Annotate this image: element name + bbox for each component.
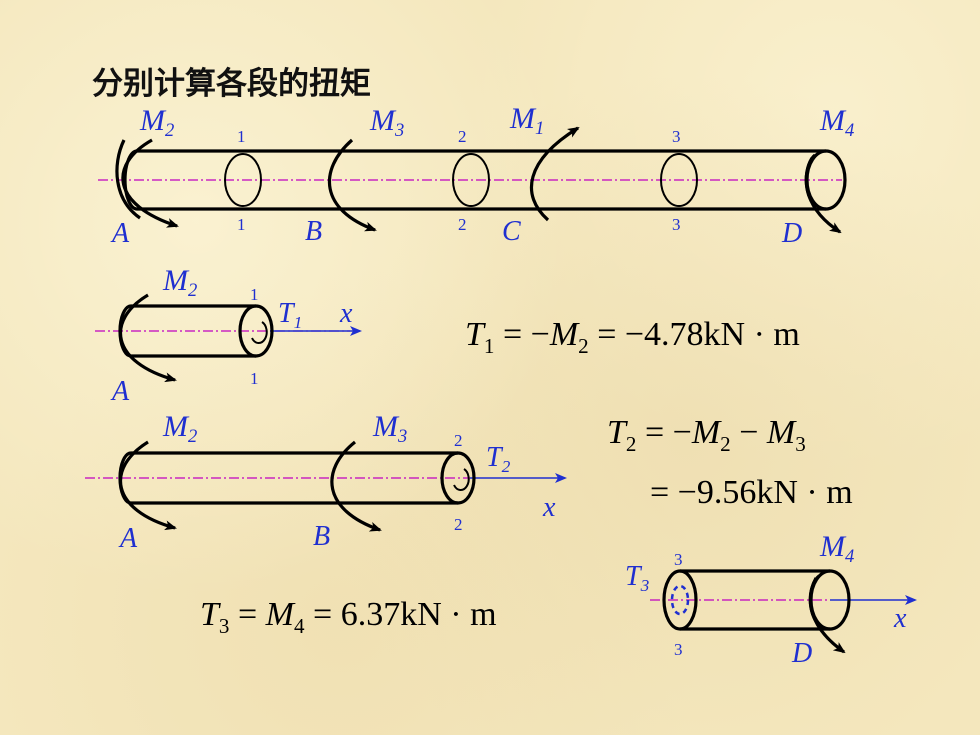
main-shaft: M2 M3 M1 M4 A B C D 1 1 2 2 3 3 <box>98 102 854 249</box>
label-B: B <box>305 216 322 247</box>
fbd3-label-M4: M4 <box>819 530 854 567</box>
fbd2-cut-face <box>440 451 476 505</box>
label-C: C <box>502 216 521 247</box>
section-2-top: 2 <box>458 127 467 146</box>
fbd1-M2-arrow <box>119 293 177 383</box>
moment-M2-back <box>115 139 141 220</box>
section-1-bottom: 1 <box>237 215 246 234</box>
section-3-top: 3 <box>672 127 681 146</box>
fbd2-label-M3: M3 <box>372 410 407 447</box>
fbd1-label-A: A <box>110 376 130 407</box>
section-3-cut <box>660 153 698 207</box>
fbd-segment-3: M4 T3 x D 3 3 <box>625 530 917 669</box>
fbd2-sec-bottom: 2 <box>454 515 463 534</box>
fbd1-label-x: x <box>339 298 353 329</box>
section-2-bottom: 2 <box>458 215 467 234</box>
section-1-cut <box>224 153 262 207</box>
fbd2-M2-arrow <box>119 440 177 531</box>
fbd3-cut-face <box>662 569 698 631</box>
fbd2-torque-swirl <box>453 468 470 492</box>
label-M2: M2 <box>139 104 174 141</box>
label-M1: M1 <box>509 102 544 139</box>
section-1-top: 1 <box>237 127 246 146</box>
moment-M2-arrow <box>121 138 179 228</box>
fbd1-label-M2: M2 <box>162 264 197 301</box>
fbd2-label-A: A <box>118 523 138 554</box>
fbd2-label-x: x <box>542 492 556 523</box>
moment-M1-arrow <box>529 126 580 222</box>
fbd2-M3-arrow <box>330 440 382 532</box>
fbd3-sec-bottom: 3 <box>674 640 683 659</box>
label-M4: M4 <box>819 104 854 141</box>
slide-title: 分别计算各段的扭矩 <box>92 66 371 102</box>
label-D: D <box>781 218 802 249</box>
equation-T2-line1: T2 = −M2 − M3 <box>607 414 806 456</box>
fbd1-cut-face <box>238 304 274 358</box>
fbd3-label-x: x <box>893 603 907 634</box>
fbd-segment-1: M2 T1 x A 1 1 <box>95 264 362 407</box>
section-2-cut <box>452 153 490 207</box>
label-A: A <box>110 218 130 249</box>
fbd1-sec-bottom: 1 <box>250 369 259 388</box>
fbd2-sec-top: 2 <box>454 431 463 450</box>
fbd3-label-D: D <box>791 638 812 669</box>
equation-T2-line2: = −9.56kN · m <box>650 474 853 511</box>
fbd1-torque-swirl <box>251 321 268 345</box>
equation-T3: T3 = M4 = 6.37kN · m <box>200 596 497 638</box>
fbd1-sec-top: 1 <box>250 285 259 304</box>
fbd1-label-T1: T1 <box>278 298 302 332</box>
fbd3-label-T3: T3 <box>625 561 650 595</box>
section-3-bottom: 3 <box>672 215 681 234</box>
moment-M3-arrow <box>327 138 377 232</box>
fbd3-torque-dashed <box>670 584 690 616</box>
equation-T1: T1 = −M2 = −4.78kN · m <box>465 316 800 358</box>
fbd3-M4-arrow <box>808 577 846 654</box>
label-M3: M3 <box>369 104 404 141</box>
fbd2-label-B: B <box>313 521 330 552</box>
fbd-segment-2: M2 M3 T2 x A B 2 2 <box>85 410 567 554</box>
fbd2-label-M2: M2 <box>162 410 197 447</box>
moment-M4-arrow <box>804 157 842 234</box>
fbd2-label-T2: T2 <box>486 442 511 476</box>
fbd3-sec-top: 3 <box>674 550 683 569</box>
